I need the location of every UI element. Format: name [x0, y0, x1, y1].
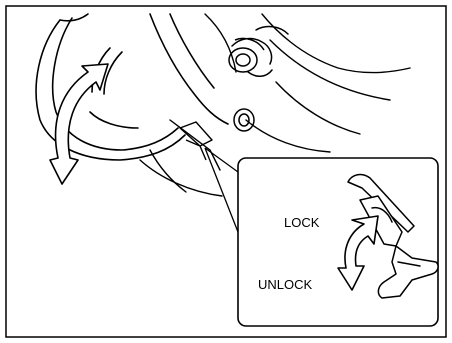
unlock-label: UNLOCK [258, 277, 312, 292]
callout-connector [205, 148, 238, 232]
lock-label: LOCK [284, 215, 319, 230]
hand [232, 27, 288, 77]
callout-box [238, 158, 438, 326]
steering-adjust-arrow-icon [50, 64, 108, 184]
ignition-switch [229, 38, 264, 131]
